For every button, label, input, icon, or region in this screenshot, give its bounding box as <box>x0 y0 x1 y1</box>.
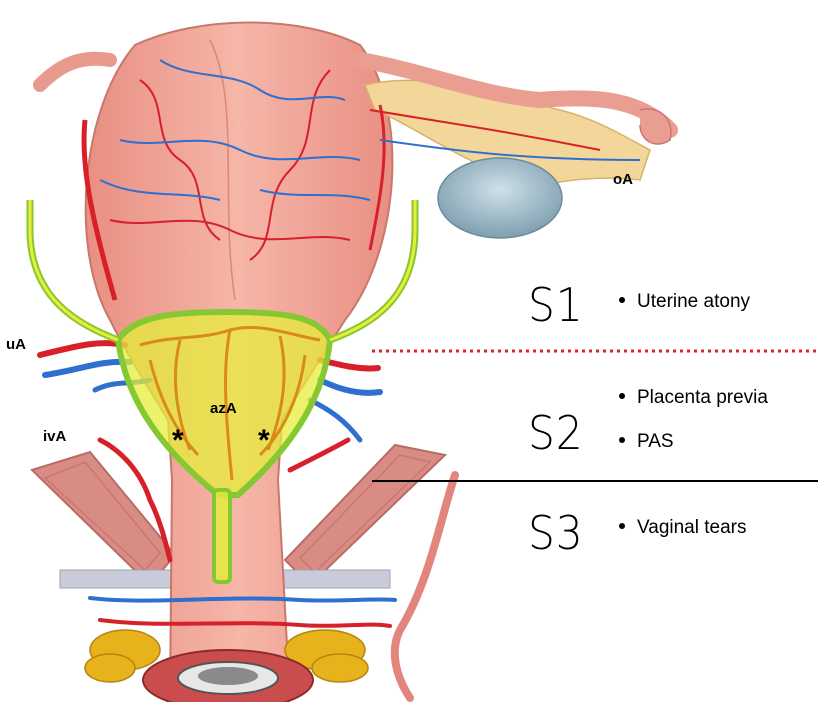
stage-s2-item-2: PAS <box>619 431 674 453</box>
asterisk-left: * <box>172 424 184 458</box>
label-ivA: ivA <box>43 428 66 445</box>
stage-s3-label: S3 <box>528 506 584 560</box>
asterisk-right: * <box>258 424 270 458</box>
label-uA: uA <box>6 336 26 353</box>
ovary <box>438 158 562 238</box>
stage-s2-label: S2 <box>528 406 584 460</box>
bullet-dot <box>619 297 625 303</box>
stage-s3-item-text: Vaginal tears <box>637 517 747 538</box>
label-azA: azA <box>210 400 237 417</box>
label-oA: oA <box>613 171 633 188</box>
stage-s2-item-1: Placenta previa <box>619 387 768 409</box>
stage-s1-item-text: Uterine atony <box>637 291 750 312</box>
left-tube-stub <box>40 59 110 85</box>
pelvic-muscle-left <box>32 452 175 585</box>
bullet-dot <box>619 393 625 399</box>
vaginal-canal <box>143 650 313 702</box>
bullet-dot <box>619 523 625 529</box>
stage-s1-item: Uterine atony <box>619 291 750 313</box>
stage-s2-item-1-text: Placenta previa <box>637 387 768 408</box>
right-adnexa <box>360 60 671 238</box>
pelvic-muscle-right <box>285 445 445 585</box>
stage-s3-item: Vaginal tears <box>619 517 747 539</box>
stage-s2-item-2-text: PAS <box>637 431 674 452</box>
stage-s1-label: S1 <box>528 278 584 332</box>
bullet-dot <box>619 437 625 443</box>
